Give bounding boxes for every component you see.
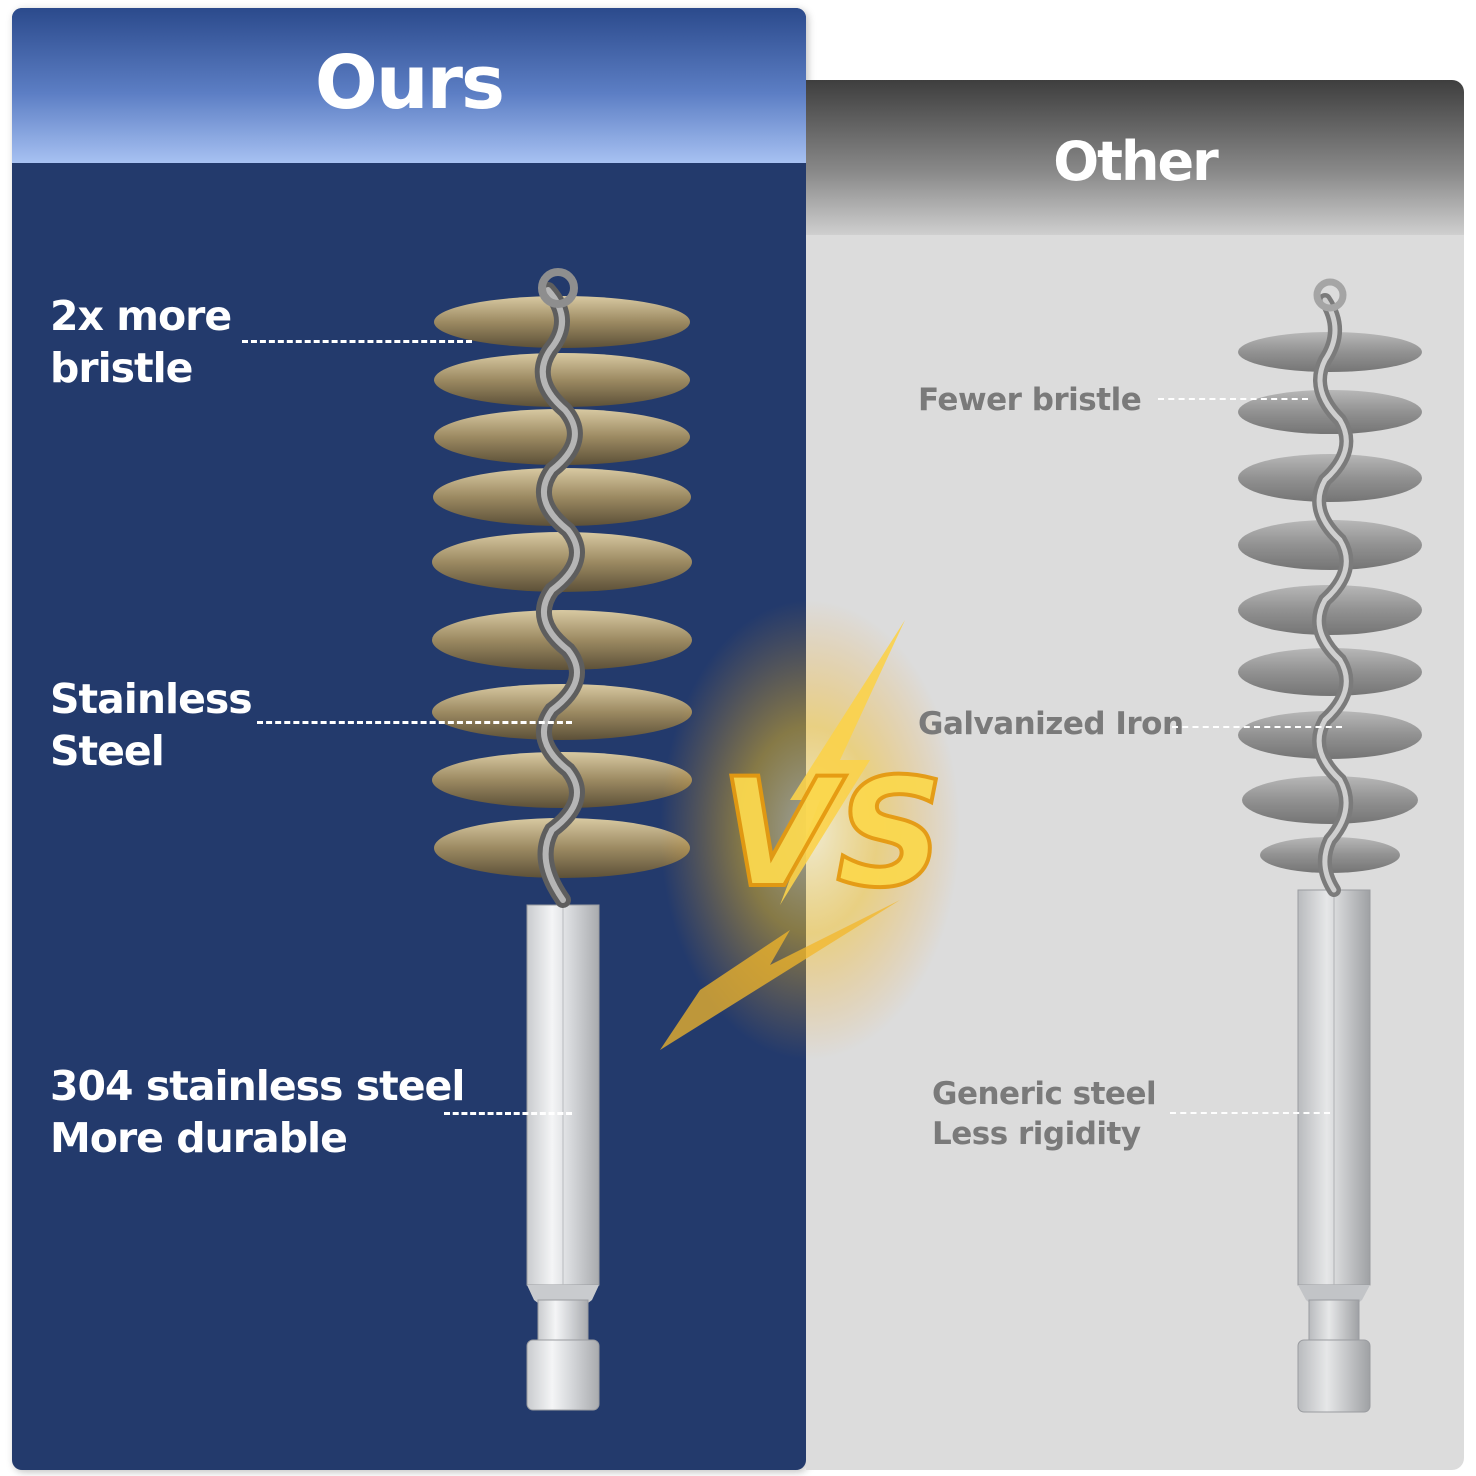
ours-feature-bristle: 2x more bristle — [50, 290, 232, 395]
ours-title: Ours — [314, 40, 505, 126]
other-feature-durability-line1: Generic steel — [932, 1076, 1157, 1112]
other-title: Other — [1053, 130, 1218, 193]
other-bristle-leader-line — [1158, 398, 1308, 400]
ours-feature-material: Stainless Steel — [50, 673, 253, 778]
other-feature-bristle: Fewer bristle — [918, 381, 1142, 421]
ours-feature-durability-line2: More durable — [50, 1114, 348, 1163]
other-feature-bristle-line1: Fewer bristle — [918, 382, 1142, 418]
ours-header — [12, 8, 806, 163]
other-feature-material: Galvanized Iron — [918, 705, 1184, 745]
ours-durability-leader-line — [444, 1112, 572, 1115]
other-feature-durability: Generic steel Less rigidity — [932, 1075, 1157, 1154]
other-material-leader-line — [1172, 726, 1342, 728]
vs-text: VS — [720, 747, 944, 921]
other-header — [806, 80, 1464, 235]
other-feature-durability-line2: Less rigidity — [932, 1115, 1141, 1152]
ours-feature-material-line1: Stainless — [50, 675, 253, 723]
ours-feature-durability-line1: 304 stainless steel — [50, 1062, 465, 1110]
ours-material-leader-line — [257, 721, 572, 724]
other-durability-leader-line — [1170, 1112, 1330, 1114]
ours-feature-material-line2: Steel — [50, 727, 165, 776]
ours-bristle-leader-line — [242, 340, 472, 343]
other-brush — [1238, 278, 1422, 1413]
ours-feature-bristle-line2: bristle — [50, 344, 194, 393]
ours-feature-bristle-line1: 2x more — [50, 292, 232, 340]
other-feature-material-line1: Galvanized Iron — [918, 706, 1184, 742]
vs-graphic: VS — [660, 600, 960, 1060]
ours-brush — [432, 268, 692, 1411]
ours-feature-durability: 304 stainless steel More durable — [50, 1060, 465, 1165]
